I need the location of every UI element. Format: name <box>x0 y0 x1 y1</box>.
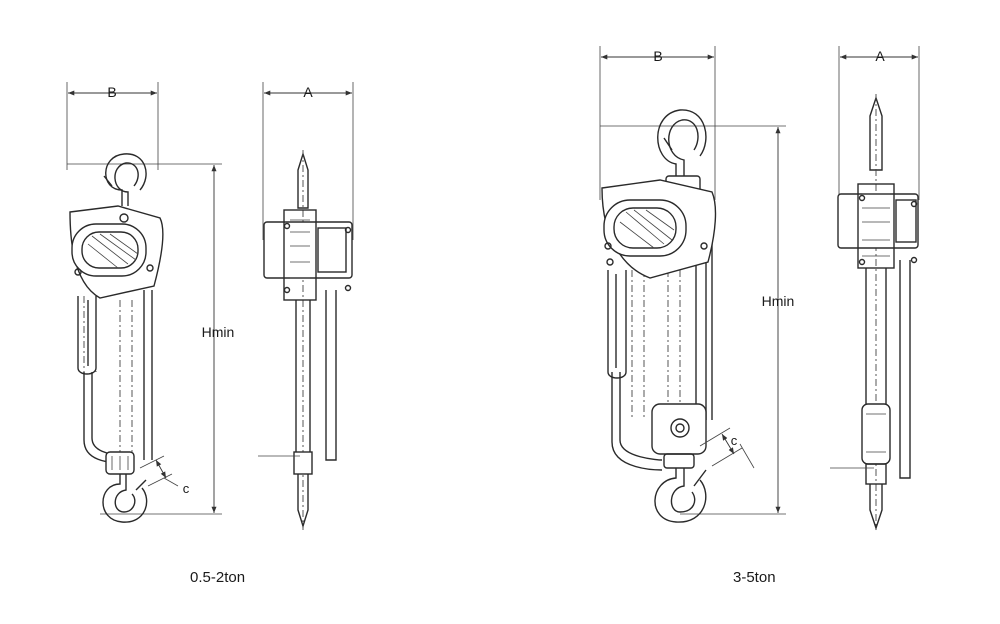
large-dim-a: A <box>838 46 920 200</box>
large-dim-a-label: A <box>875 48 885 64</box>
small-dim-a: A <box>262 82 354 240</box>
small-hoist-front-view: c <box>69 153 190 523</box>
large-dim-c-label: c <box>731 433 738 448</box>
large-dim-b-label: B <box>653 48 662 64</box>
large-hoist-group: B Hmin <box>599 46 920 586</box>
small-hoist-caption: 0.5-2ton <box>190 569 245 586</box>
large-dim-hmin-label: Hmin <box>762 293 795 309</box>
small-dim-hmin-label: Hmin <box>202 324 235 340</box>
large-hoist-side-view <box>830 94 919 531</box>
large-dim-hmin: Hmin <box>600 125 795 515</box>
large-hoist-caption: 3-5ton <box>733 569 776 586</box>
small-dim-c-label: c <box>183 481 190 496</box>
small-dim-hmin: Hmin <box>67 163 235 515</box>
small-dim-a-label: A <box>303 84 313 100</box>
small-dim-b: B <box>66 82 159 170</box>
small-hoist-side-view <box>258 150 353 530</box>
large-hoist-front-view: c <box>601 109 755 523</box>
small-hoist-group: B Hmin <box>66 82 354 586</box>
small-dim-b-label: B <box>107 84 116 100</box>
large-dim-b: B <box>599 46 716 200</box>
